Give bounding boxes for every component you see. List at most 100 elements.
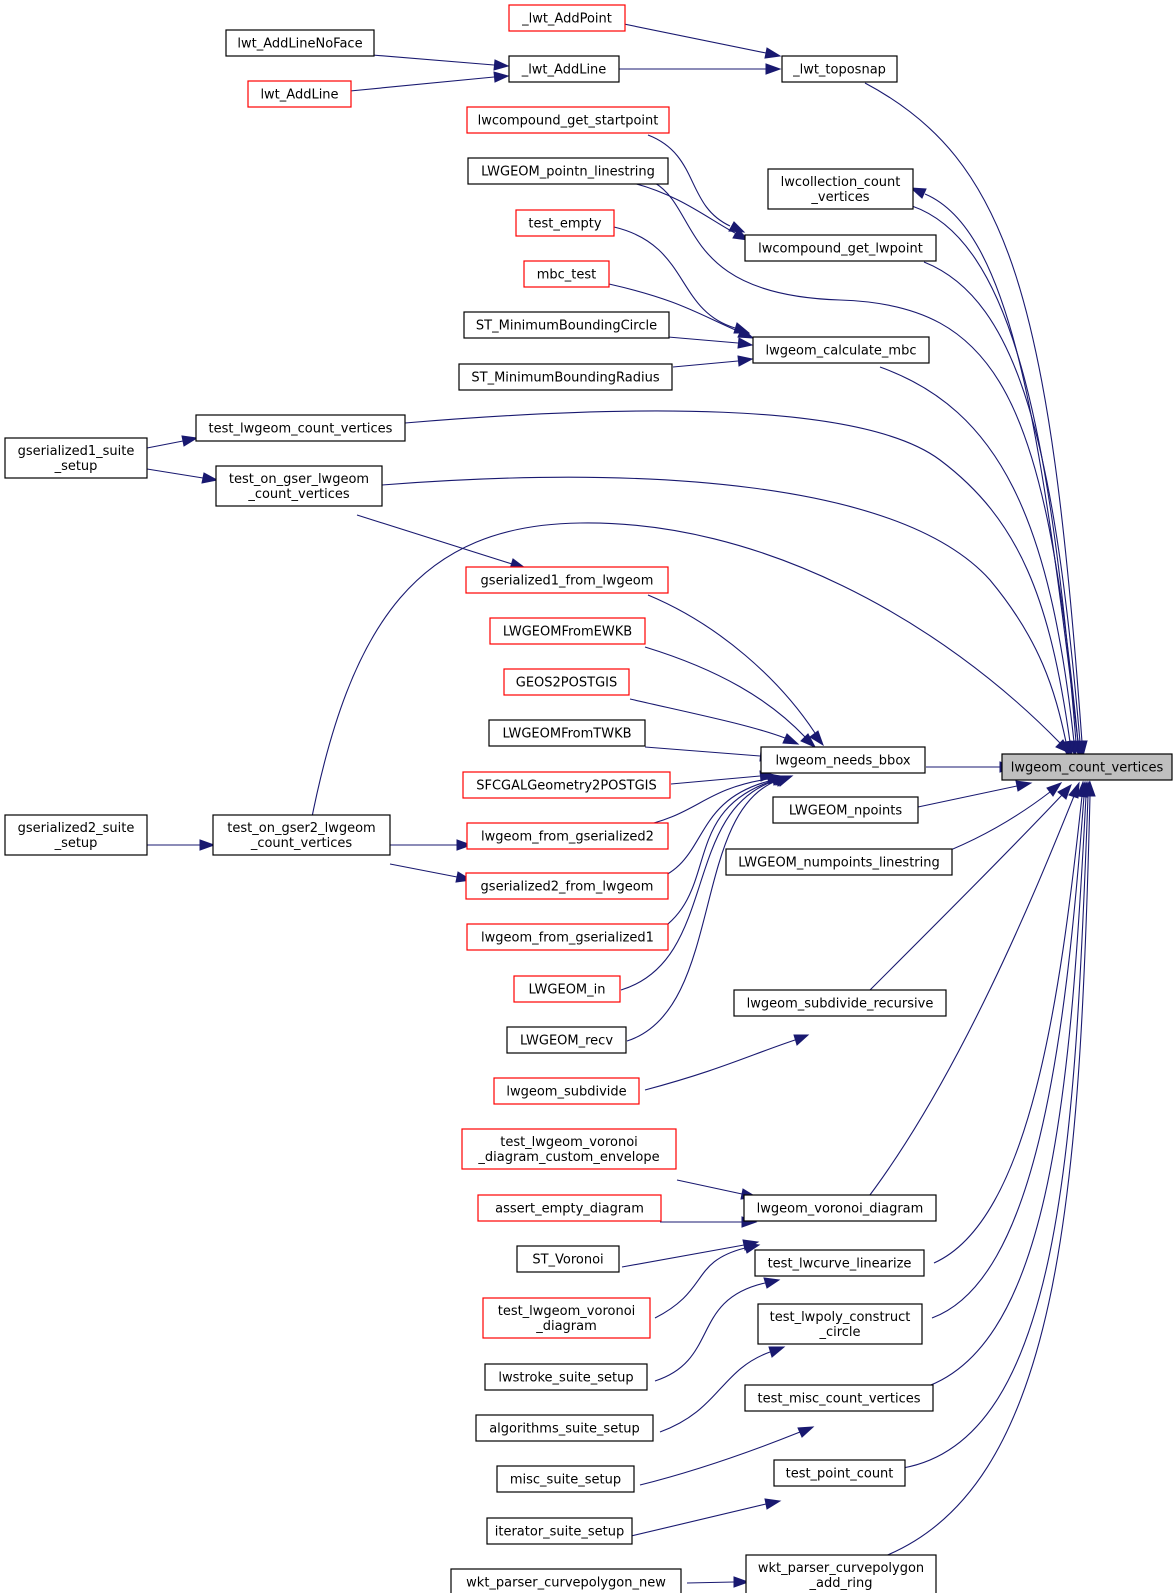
- edge-recv-to-needsbbox: [626, 775, 794, 1042]
- function-node-lwgeom-from-gserialized2[interactable]: lwgeom_from_gserialized2: [466, 822, 669, 850]
- edge-tclin-to-root: [933, 780, 1088, 1264]
- node-label: _circle: [818, 1325, 860, 1340]
- node-label: test_on_gser_lwgeom: [229, 472, 369, 487]
- function-node-lwgeom-pointn-linestring[interactable]: LWGEOM_pointn_linestring: [467, 157, 669, 185]
- function-node-assert-empty-diagram[interactable]: assert_empty_diagram: [477, 1194, 662, 1222]
- edge-gs2setup-to-testgser2: [147, 839, 216, 851]
- node-label: test_lwgeom_count_vertices: [209, 422, 393, 437]
- function-node-lwgeom-npoints[interactable]: LWGEOM_npoints: [772, 796, 919, 824]
- function-node-gserialized2-from-lwgeom[interactable]: gserialized2_from_lwgeom: [465, 872, 669, 900]
- node-box: [773, 1459, 906, 1487]
- function-node-lwstroke-suite-setup[interactable]: lwstroke_suite_setup: [484, 1363, 648, 1391]
- function-node-lwcollection-count-vertices[interactable]: lwcollection_count_vertices: [767, 168, 914, 210]
- node-box: [465, 566, 669, 594]
- function-node-sfcgalgeometry2postgis[interactable]: SFCGALGeometry2POSTGIS: [462, 771, 671, 799]
- function-node-lwt-toposnap[interactable]: _lwt_toposnap: [781, 55, 898, 83]
- node-label: gserialized1_suite: [18, 444, 135, 459]
- node-label: wkt_parser_curvepolygon_new: [466, 1576, 666, 1591]
- node-box: [506, 1026, 627, 1054]
- function-node-test-lwgeom-count-vertices[interactable]: test_lwgeom_count_vertices: [195, 414, 406, 442]
- edge-npoints-to-root: [917, 780, 1033, 808]
- edge-testgser2-to-root: [309, 522, 1072, 828]
- function-node-lwgeom-from-gserialized1[interactable]: lwgeom_from_gserialized1: [466, 923, 669, 951]
- edge-aed-to-vordiag: [660, 1216, 758, 1228]
- function-node-lwt-addpoint[interactable]: _lwt_AddPoint: [508, 4, 626, 32]
- node-label: lwgeom_calculate_mbc: [766, 344, 917, 359]
- function-node-lwgeom-subdivide[interactable]: lwgeom_subdivide: [493, 1077, 640, 1105]
- node-label: test_lwgeom_voronoi: [500, 1135, 638, 1150]
- function-node-gserialized2-suite-setup[interactable]: gserialized2_suite_setup: [4, 814, 148, 856]
- function-node-lwgeom-in[interactable]: LWGEOM_in: [513, 975, 621, 1003]
- edge-testgser2-to-fromgs2: [390, 839, 473, 851]
- node-label: _diagram_custom_envelope: [477, 1150, 659, 1165]
- node-label: test_point_count: [786, 1467, 894, 1482]
- function-node-st-minimumboundingcircle[interactable]: ST_MinimumBoundingCircle: [463, 311, 670, 339]
- function-node-st-voronoi[interactable]: ST_Voronoi: [516, 1245, 620, 1273]
- edge-tvd-to-vordiag: [654, 1242, 761, 1319]
- function-node-lwgeom-recv[interactable]: LWGEOM_recv: [506, 1026, 627, 1054]
- function-node-algorithms-suite-setup[interactable]: algorithms_suite_setup: [475, 1414, 654, 1442]
- function-node-test-on-gser2-lwgeom-count-vertices[interactable]: test_on_gser2_lwgeom_count_vertices: [212, 814, 391, 856]
- function-node-lwgeom-count-vertices[interactable]: lwgeom_count_vertices: [1001, 753, 1173, 781]
- node-label: LWGEOM_pointn_linestring: [481, 165, 655, 180]
- function-node-test-point-count[interactable]: test_point_count: [773, 1459, 906, 1487]
- function-node-wkt-parser-curvepolygon-add-ring[interactable]: wkt_parser_curvepolygon_add_ring: [745, 1554, 937, 1593]
- function-node-st-minimumboundingradius[interactable]: ST_MinimumBoundingRadius: [458, 363, 673, 391]
- function-node-lwgeom-subdivide-recursive[interactable]: lwgeom_subdivide_recursive: [733, 989, 947, 1017]
- edge-algsetup-to-tlpcc: [659, 1346, 786, 1433]
- function-node-iterator-suite-setup[interactable]: iterator_suite_setup: [486, 1517, 633, 1545]
- function-node-lwgeomfromewkb[interactable]: LWGEOMFromEWKB: [489, 617, 646, 645]
- function-node-test-misc-count-vertices[interactable]: test_misc_count_vertices: [744, 1384, 934, 1412]
- function-node-lwt-addline[interactable]: lwt_AddLine: [247, 80, 352, 108]
- function-node-test-empty[interactable]: test_empty: [515, 209, 615, 237]
- edge-gs1setup-to-testgser: [146, 468, 219, 484]
- edge-addlinenoface-to-addline: [371, 54, 510, 71]
- node-label: lwgeom_from_gserialized2: [481, 830, 654, 845]
- node-label: SFCGALGeometry2POSTGIS: [476, 779, 657, 794]
- function-node-test-lwgeom-voronoi-diagram[interactable]: test_lwgeom_voronoi_diagram: [482, 1297, 651, 1339]
- node-box: [752, 336, 930, 364]
- function-node-test-lwpoly-construct-circle[interactable]: test_lwpoly_construct_circle: [757, 1303, 923, 1345]
- function-node-lwgeomfromtwkb[interactable]: LWGEOMFromTWKB: [488, 719, 646, 747]
- node-label: lwgeom_voronoi_diagram: [757, 1202, 924, 1217]
- function-node-lwgeom-numpoints-linestring[interactable]: LWGEOM_numpoints_linestring: [725, 848, 953, 876]
- edge-stmbc-to-calcmbc: [667, 336, 754, 349]
- function-node-lwgeom-calculate-mbc[interactable]: lwgeom_calculate_mbc: [752, 336, 930, 364]
- edge-needsbbox-to-root: [926, 761, 1016, 773]
- node-label: _lwt_toposnap: [792, 63, 886, 78]
- node-box: [463, 311, 670, 339]
- function-node-lwgeom-needs-bbox[interactable]: lwgeom_needs_bbox: [760, 746, 926, 774]
- node-label: _add_ring: [809, 1576, 873, 1591]
- edge-collcount-to-root: [911, 205, 1077, 743]
- function-node-misc-suite-setup[interactable]: misc_suite_setup: [496, 1465, 635, 1493]
- node-box: [725, 848, 953, 876]
- node-box: [465, 872, 669, 900]
- function-node-lwcompound-get-lwpoint[interactable]: lwcompound_get_lwpoint: [744, 234, 937, 262]
- function-node-lwgeom-voronoi-diagram[interactable]: lwgeom_voronoi_diagram: [743, 1194, 937, 1222]
- call-edges: [146, 22, 1096, 1588]
- node-label: test_empty: [528, 217, 601, 232]
- node-label: ST_MinimumBoundingCircle: [476, 319, 657, 334]
- function-node-test-lwgeom-voronoi-diagram-custom-envelope[interactable]: test_lwgeom_voronoi_diagram_custom_envel…: [461, 1128, 677, 1170]
- function-node-wkt-parser-curvepolygon-new[interactable]: wkt_parser_curvepolygon_new: [450, 1568, 682, 1593]
- function-node-lwcompound-get-startpoint[interactable]: lwcompound_get_startpoint: [466, 106, 670, 134]
- node-box: [745, 1554, 937, 1593]
- function-node-gserialized1-from-lwgeom[interactable]: gserialized1_from_lwgeom: [465, 566, 669, 594]
- function-node-gserialized1-suite-setup[interactable]: gserialized1_suite_setup: [4, 437, 148, 479]
- function-node-test-lwcurve-linearize[interactable]: test_lwcurve_linearize: [754, 1249, 925, 1277]
- function-node-mbc-test[interactable]: mbc_test: [523, 260, 610, 288]
- node-box: [486, 1517, 633, 1545]
- node-label: LWGEOMFromTWKB: [502, 727, 631, 742]
- node-box: [754, 1249, 925, 1277]
- node-box: [733, 989, 947, 1017]
- node-box: [760, 746, 926, 774]
- function-node-test-on-gser-lwgeom-count-vertices[interactable]: test_on_gser_lwgeom_count_vertices: [215, 465, 383, 507]
- node-label: _setup: [54, 459, 98, 474]
- function-node-geos2postgis[interactable]: GEOS2POSTGIS: [503, 668, 630, 696]
- edge-tlpcc-to-root: [931, 780, 1090, 1319]
- node-box: [508, 55, 620, 83]
- function-node-lwt-addlinenoface[interactable]: lwt_AddLineNoFace: [225, 29, 375, 57]
- function-node-lwt-addline[interactable]: _lwt_AddLine: [508, 55, 620, 83]
- node-label: lwcompound_get_lwpoint: [758, 242, 923, 257]
